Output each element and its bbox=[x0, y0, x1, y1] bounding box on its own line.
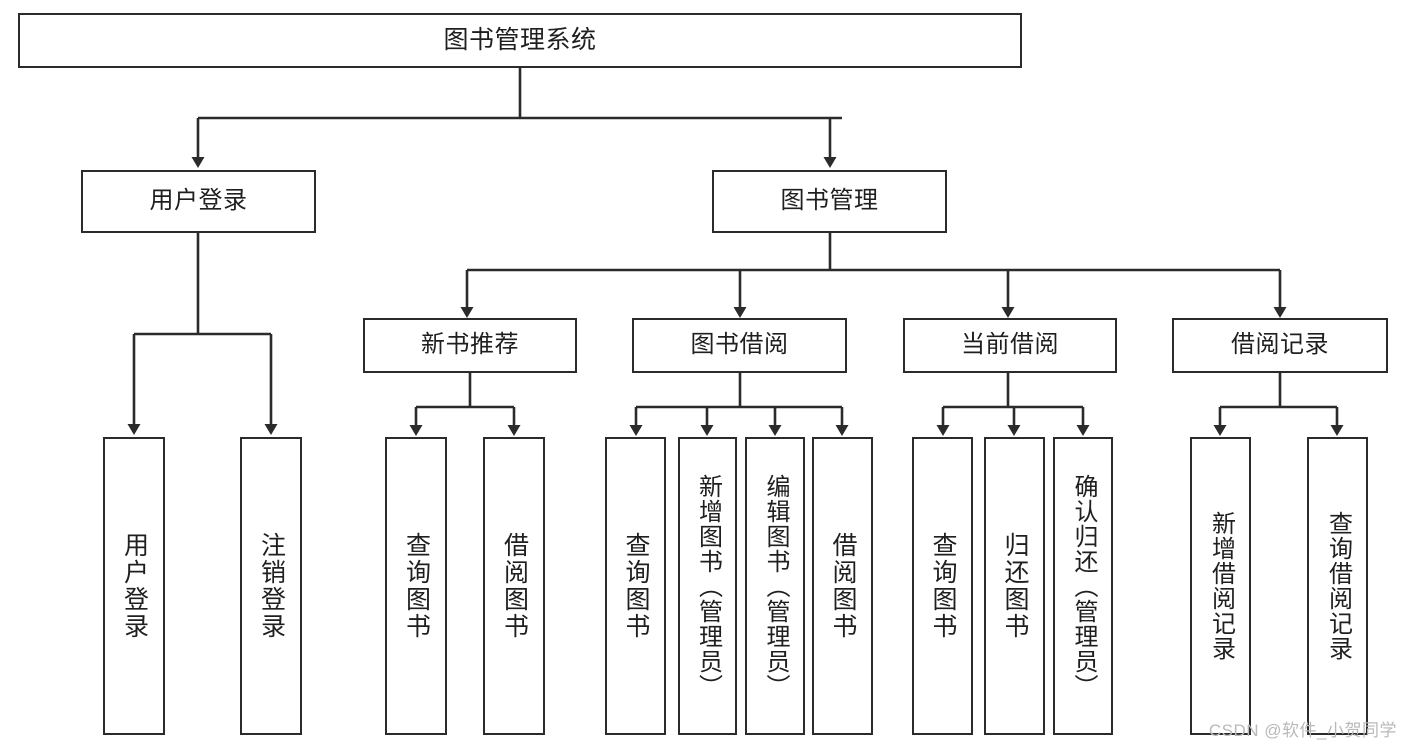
node-book-borrow-label: 图书借阅 bbox=[690, 331, 789, 359]
leaf-add-borrow-record-label: 新增借阅记录 bbox=[1207, 511, 1235, 661]
leaf-borrow-book-recommend[interactable]: 借阅图书 bbox=[483, 437, 545, 735]
leaf-query-borrow-record[interactable]: 查询借阅记录 bbox=[1307, 437, 1368, 735]
leaf-query-book-recommend-label: 查询图书 bbox=[402, 532, 431, 640]
node-new-book-recommend[interactable]: 新书推荐 bbox=[363, 318, 577, 373]
node-new-book-recommend-label: 新书推荐 bbox=[421, 331, 519, 359]
leaf-query-book-current[interactable]: 查询图书 bbox=[912, 437, 973, 735]
node-borrow-record[interactable]: 借阅记录 bbox=[1172, 318, 1388, 373]
leaf-borrow-book[interactable]: 借阅图书 bbox=[812, 437, 873, 735]
leaf-query-book-borrow[interactable]: 查询图书 bbox=[605, 437, 666, 735]
node-current-borrow[interactable]: 当前借阅 bbox=[903, 318, 1117, 373]
node-book-borrow[interactable]: 图书借阅 bbox=[632, 318, 847, 373]
node-current-borrow-label: 当前借阅 bbox=[961, 331, 1059, 359]
leaf-query-borrow-record-label: 查询借阅记录 bbox=[1324, 511, 1352, 661]
node-borrow-record-label: 借阅记录 bbox=[1231, 331, 1329, 359]
leaf-user-login-label: 用户登录 bbox=[120, 532, 149, 640]
leaf-return-book-label: 归还图书 bbox=[1001, 532, 1029, 640]
watermark: CSDN @软件_小贺同学 bbox=[1208, 721, 1397, 740]
leaf-logout-label: 注销登录 bbox=[257, 532, 286, 640]
node-book-management-label: 图书管理 bbox=[780, 187, 879, 215]
leaf-logout[interactable]: 注销登录 bbox=[240, 437, 302, 735]
leaf-edit-book-admin-label: 编辑图书（管理员） bbox=[761, 473, 789, 699]
leaf-edit-book-admin[interactable]: 编辑图书（管理员） bbox=[745, 437, 805, 735]
leaf-add-book-admin[interactable]: 新增图书（管理员） bbox=[678, 437, 737, 735]
leaf-add-borrow-record[interactable]: 新增借阅记录 bbox=[1190, 437, 1251, 735]
node-root[interactable]: 图书管理系统 bbox=[18, 13, 1022, 68]
leaf-return-book[interactable]: 归还图书 bbox=[984, 437, 1045, 735]
leaf-confirm-return-admin[interactable]: 确认归还（管理员） bbox=[1053, 437, 1113, 735]
leaf-borrow-book-label: 借阅图书 bbox=[829, 532, 857, 640]
leaf-query-book-current-label: 查询图书 bbox=[929, 532, 957, 640]
node-book-management[interactable]: 图书管理 bbox=[712, 170, 947, 233]
leaf-add-book-admin-label: 新增图书（管理员） bbox=[694, 473, 722, 699]
node-user-login-label: 用户登录 bbox=[149, 187, 248, 215]
leaf-user-login[interactable]: 用户登录 bbox=[103, 437, 165, 735]
leaf-query-book-recommend[interactable]: 查询图书 bbox=[385, 437, 447, 735]
leaf-borrow-book-recommend-label: 借阅图书 bbox=[500, 532, 529, 640]
leaf-confirm-return-admin-label: 确认归还（管理员） bbox=[1069, 473, 1097, 699]
leaf-query-book-borrow-label: 查询图书 bbox=[622, 532, 650, 640]
node-user-login[interactable]: 用户登录 bbox=[81, 170, 316, 233]
node-root-label: 图书管理系统 bbox=[443, 25, 597, 54]
